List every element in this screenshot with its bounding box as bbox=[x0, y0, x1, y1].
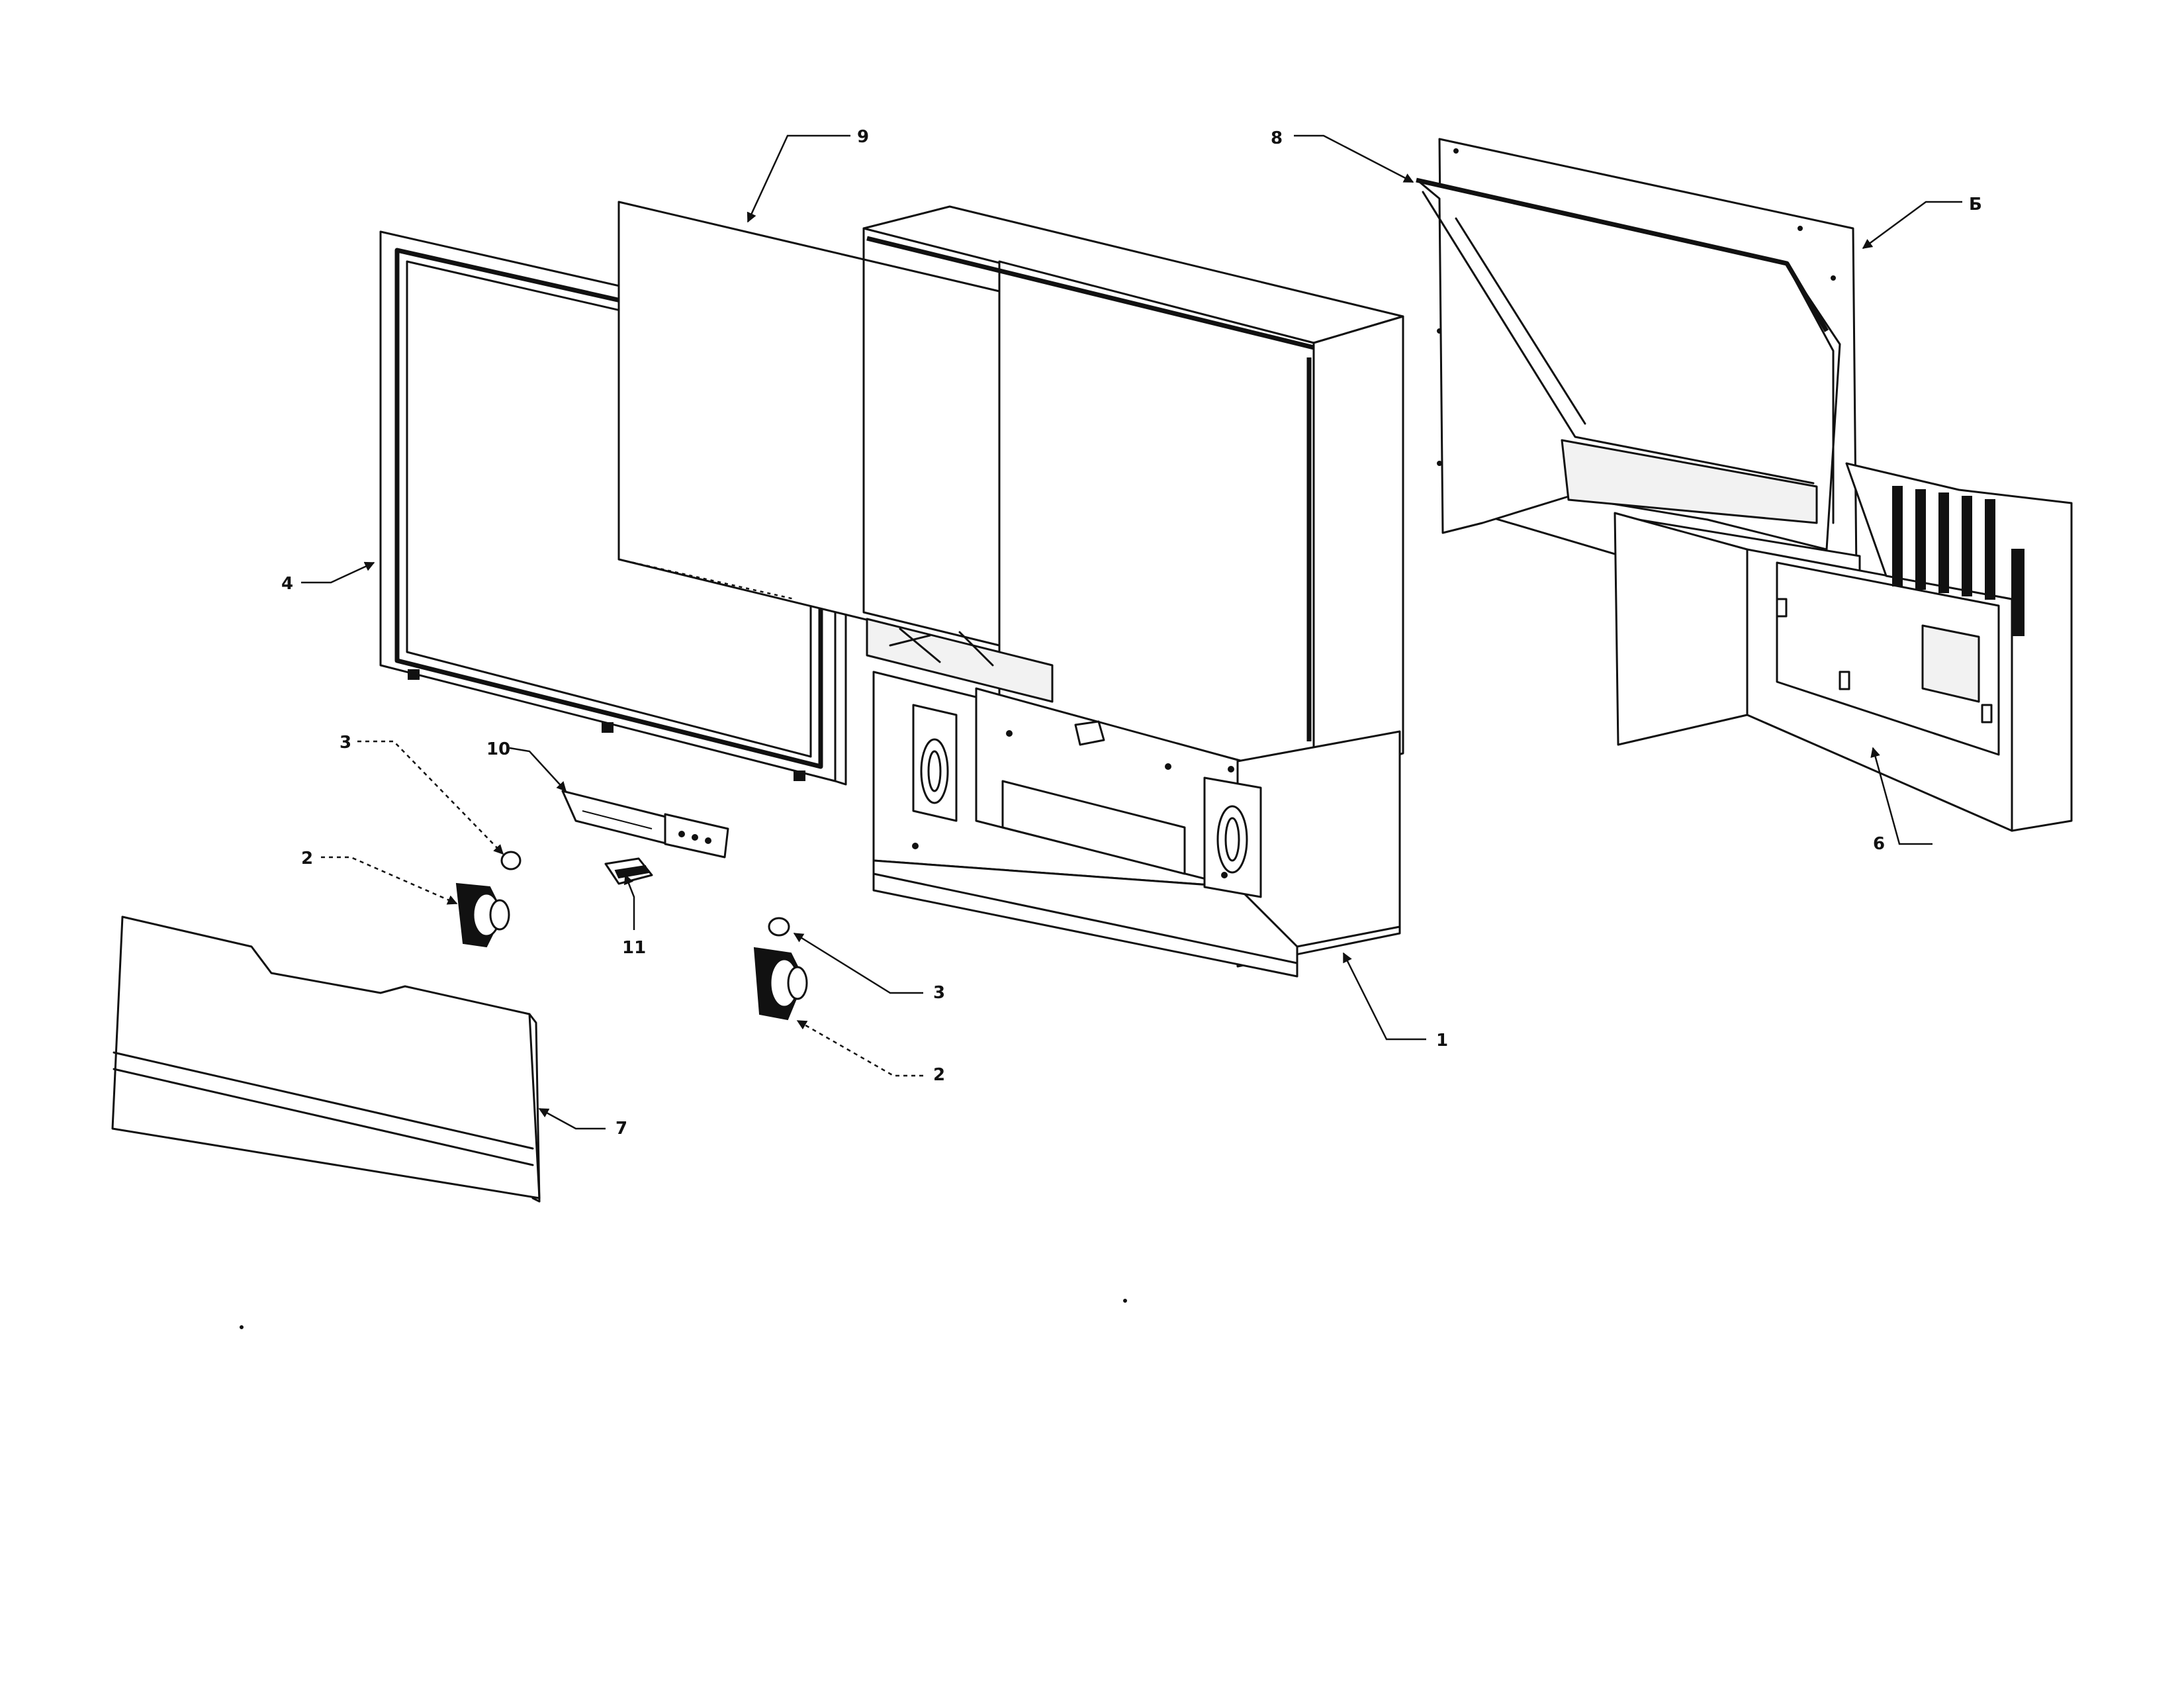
callout-7: 7 bbox=[615, 1119, 627, 1139]
callout-11: 11 bbox=[622, 938, 646, 958]
mirror-frame bbox=[1416, 177, 1841, 551]
callout-4: 4 bbox=[281, 574, 293, 594]
callout-8: 8 bbox=[1271, 128, 1283, 148]
speaker-cap-right bbox=[768, 917, 790, 937]
leader-lines bbox=[301, 134, 1962, 1130]
main-cabinet bbox=[862, 205, 1404, 978]
callout-3-left: 3 bbox=[340, 733, 351, 753]
callout-6: 6 bbox=[1873, 834, 1885, 854]
speaker-cap-left bbox=[500, 851, 522, 870]
callout-10: 10 bbox=[486, 739, 510, 759]
bracket bbox=[604, 857, 653, 885]
callout-9: 9 bbox=[857, 127, 869, 147]
front-grille-panel bbox=[111, 915, 541, 1203]
callout-2-right: 2 bbox=[933, 1065, 945, 1085]
rear-chassis bbox=[1614, 462, 2073, 832]
callout-3-right: 3 bbox=[933, 983, 945, 1003]
callout-5: Б bbox=[1969, 195, 1982, 214]
callout-2-left: 2 bbox=[301, 849, 313, 868]
callout-1: 1 bbox=[1436, 1031, 1448, 1051]
speaker-right bbox=[753, 947, 808, 1021]
speaker-left bbox=[455, 882, 510, 948]
control-panel bbox=[561, 790, 729, 859]
